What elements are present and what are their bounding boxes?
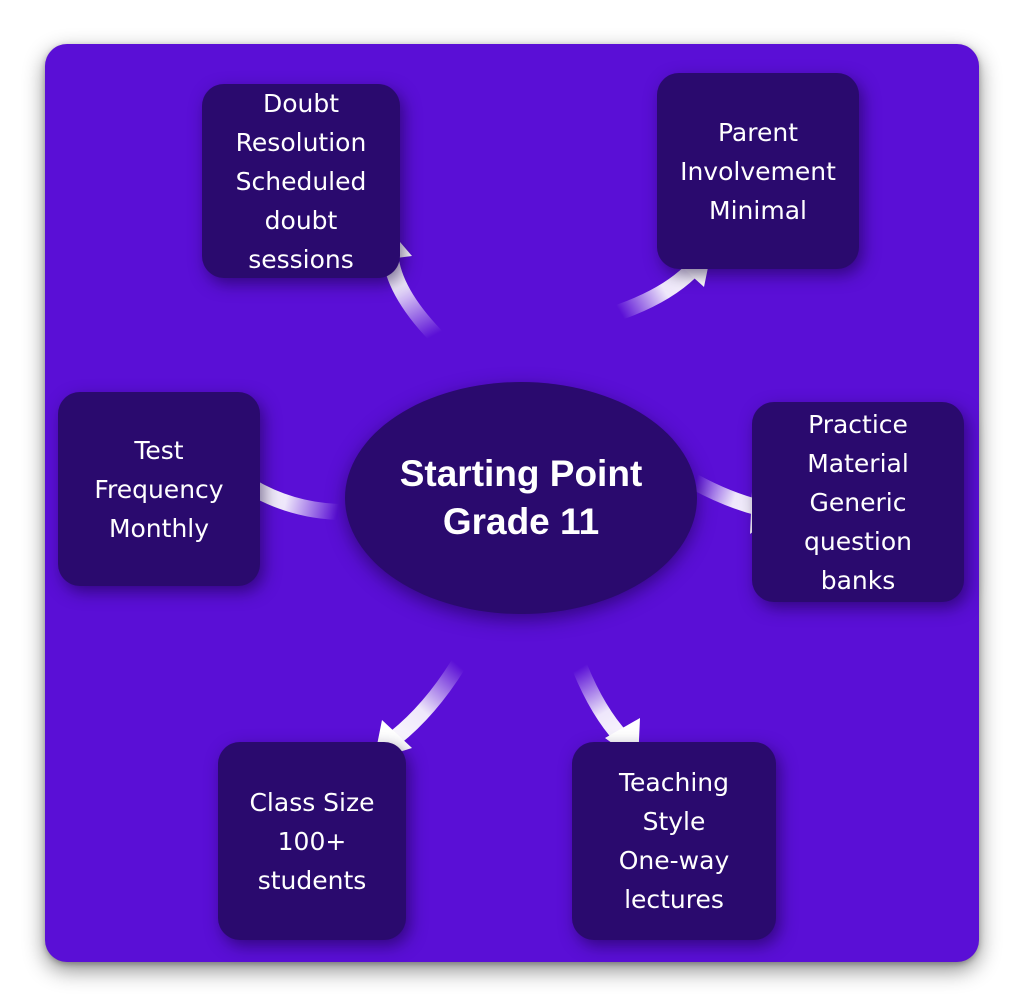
node-line: Involvement bbox=[680, 156, 836, 186]
node-parent-involvement: Parent Involvement Minimal bbox=[657, 73, 859, 269]
node-test-frequency: Test Frequency Monthly bbox=[58, 392, 260, 586]
node-line: Teaching bbox=[619, 768, 729, 797]
hub-starting-point: Starting Point Grade 11 bbox=[345, 382, 697, 614]
node-line: One-way bbox=[618, 846, 730, 875]
node-line: sessions bbox=[248, 244, 354, 274]
node-doubt-resolution: Doubt Resolution Scheduled doubt session… bbox=[202, 84, 400, 278]
node-line: Generic bbox=[809, 487, 907, 517]
node-line: students bbox=[257, 865, 367, 895]
node-line: Test bbox=[134, 435, 184, 465]
node-line: Minimal bbox=[709, 195, 807, 225]
node-line: Resolution bbox=[235, 127, 367, 157]
node-line: question bbox=[803, 526, 912, 556]
node-practice-material: Practice Material Generic question banks bbox=[752, 402, 964, 602]
node-line: 100+ bbox=[277, 826, 347, 856]
node-line: Style bbox=[642, 807, 706, 836]
node-line: Frequency bbox=[94, 474, 224, 504]
node-line: Class Size bbox=[249, 787, 375, 817]
node-line: banks bbox=[820, 565, 896, 595]
node-line: Monthly bbox=[108, 513, 210, 543]
hub-title: Starting Point bbox=[399, 453, 643, 494]
node-line: Scheduled bbox=[235, 166, 367, 196]
node-class-size: Class Size 100+ students bbox=[218, 742, 406, 940]
node-line: lectures bbox=[624, 885, 724, 914]
node-line: doubt bbox=[264, 205, 338, 235]
node-line: Doubt bbox=[262, 88, 340, 118]
node-line: Practice bbox=[808, 409, 908, 439]
hub-subtitle: Grade 11 bbox=[442, 501, 600, 542]
node-line: Material bbox=[807, 448, 909, 478]
node-line: Parent bbox=[717, 117, 799, 147]
node-teaching-style: Teaching Style One-way lectures bbox=[572, 742, 776, 940]
